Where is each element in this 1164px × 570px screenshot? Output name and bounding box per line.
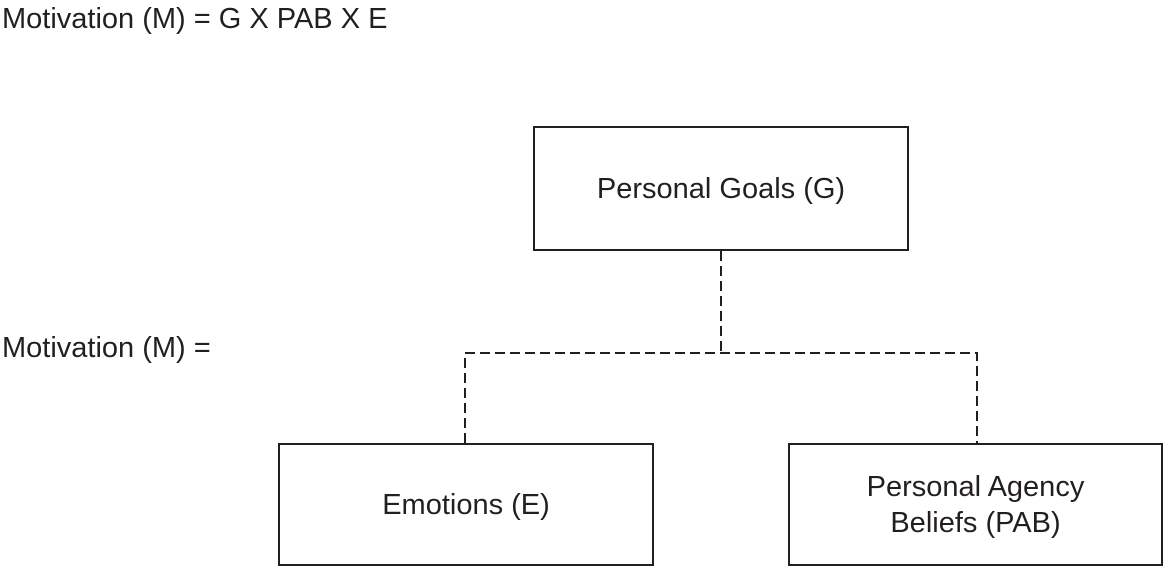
personal-goals-node: Personal Goals (G): [533, 126, 909, 251]
personal-goals-label: Personal Goals (G): [596, 172, 846, 205]
elbow-connector: [464, 352, 978, 443]
emotions-label: Emotions (E): [382, 488, 550, 521]
emotions-node: Emotions (E): [278, 443, 654, 566]
motivation-equals-label: Motivation (M) =: [2, 332, 211, 364]
personal-agency-beliefs-node: Personal Agency Beliefs (PAB): [788, 443, 1163, 566]
formula-text: Motivation (M) = G X PAB X E: [2, 3, 388, 35]
personal-agency-beliefs-label: Personal Agency Beliefs (PAB): [866, 470, 1085, 539]
